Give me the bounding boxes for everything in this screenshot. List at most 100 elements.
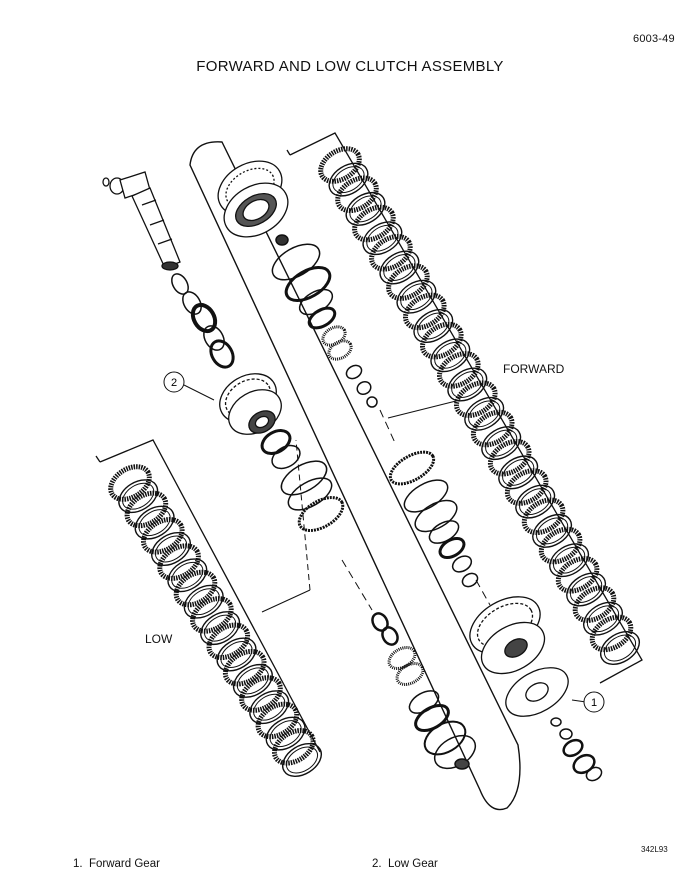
friction-disc — [255, 701, 300, 740]
steel-plate — [379, 250, 420, 285]
steel-plate-inner — [154, 535, 188, 563]
low-gear — [219, 373, 282, 435]
steel-plate-inner — [366, 224, 399, 252]
friction-disc — [272, 728, 316, 766]
steel-plate — [498, 455, 539, 490]
friction-disc — [222, 648, 267, 687]
steel-plate-inner — [204, 614, 237, 642]
friction-disc — [124, 490, 169, 529]
forward-label: FORWARD — [503, 362, 565, 376]
friction-disc — [487, 438, 532, 477]
steel-plate — [345, 191, 386, 226]
reference-code: 342L93 — [641, 845, 668, 854]
page-number: 6003-49 — [633, 33, 675, 45]
low-label: LOW — [145, 632, 173, 646]
friction-disc — [521, 497, 566, 536]
steel-plate-inner — [400, 283, 433, 311]
friction-disc — [538, 526, 583, 565]
steel-plate — [464, 396, 505, 431]
steel-plate — [134, 505, 175, 540]
steel-plate — [566, 572, 607, 607]
friction-disc — [239, 675, 283, 713]
friction-disc — [437, 351, 481, 389]
steel-plate — [447, 367, 488, 402]
friction-disc — [572, 585, 617, 623]
steel-plate-inner — [468, 400, 501, 428]
forward-side-parts — [388, 450, 479, 588]
shaft-rings — [171, 273, 235, 369]
steel-plate — [413, 309, 454, 343]
steel-plate-inner — [253, 693, 286, 721]
steel-plate — [328, 162, 369, 197]
forward-pack-bracket — [286, 132, 643, 684]
low-pack-bracket — [95, 439, 321, 753]
steel-plate — [430, 338, 471, 373]
friction-disc — [206, 622, 251, 661]
friction-disc — [589, 614, 634, 653]
steel-plate-inner — [451, 371, 484, 398]
steel-plate-inner — [434, 341, 467, 369]
steel-plate — [532, 513, 573, 548]
steel-plate-inner — [485, 429, 518, 457]
steel-plate-inner — [502, 458, 535, 486]
steel-plate-inner — [171, 561, 204, 589]
friction-disc — [555, 556, 600, 594]
steel-plate-inner — [122, 482, 155, 510]
friction-disc — [504, 468, 549, 506]
callout-1: 1 — [583, 691, 605, 713]
friction-disc — [454, 380, 498, 418]
caption-text: Forward Gear — [88, 858, 160, 870]
steel-plate — [151, 532, 191, 566]
steel-plate-inner — [332, 166, 365, 194]
steel-plate-inner — [138, 509, 171, 537]
callout-1-label: 1 — [591, 697, 597, 709]
steel-plate-inner — [269, 720, 302, 748]
steel-plate — [167, 558, 208, 593]
steel-plate-inner — [603, 634, 637, 662]
steel-plate-inner — [553, 546, 586, 574]
steel-plate-inner — [187, 588, 220, 616]
caption-low-gear: 2. Low Gear — [372, 858, 438, 870]
forward-inner-parts — [271, 234, 378, 408]
forward-tail-parts — [550, 717, 603, 782]
forward-gear — [469, 596, 569, 717]
friction-disc — [335, 175, 379, 214]
steel-plate — [396, 279, 437, 314]
steel-plate — [216, 637, 257, 672]
housing-outline — [189, 141, 521, 811]
steel-plate — [232, 663, 273, 698]
friction-disc — [141, 517, 185, 555]
steel-plate — [549, 543, 590, 578]
steel-plate — [515, 484, 556, 519]
steel-plate — [583, 601, 623, 636]
clutch-drum-top — [217, 160, 289, 238]
input-shaft — [102, 171, 181, 271]
steel-plate-inner — [349, 195, 382, 223]
steel-plate-inner — [285, 746, 319, 774]
steel-plate — [282, 743, 322, 777]
friction-disc — [403, 292, 447, 331]
caption-forward-gear: 1. Forward Gear — [73, 858, 160, 870]
forward-clutch-pack — [318, 146, 640, 665]
steel-plate-inner — [417, 312, 450, 340]
callout-2-label: 2 — [171, 377, 177, 389]
low-inner-parts — [371, 612, 477, 770]
friction-disc — [420, 321, 464, 360]
steel-plate-inner — [220, 641, 253, 668]
leader-lines — [261, 399, 587, 703]
callout-2: 2 — [163, 371, 215, 401]
steel-plate — [249, 690, 290, 725]
friction-disc — [157, 543, 201, 581]
steel-plate — [183, 584, 224, 619]
page-title: FORWARD AND LOW CLUTCH ASSEMBLY — [196, 58, 504, 75]
steel-plate-inner — [519, 488, 552, 516]
steel-plate-inner — [236, 667, 269, 695]
steel-plate — [118, 479, 159, 514]
friction-disc — [190, 596, 234, 634]
steel-plate — [481, 426, 522, 461]
steel-plate-inner — [383, 254, 416, 281]
friction-disc — [470, 409, 515, 448]
caption-text: Low Gear — [387, 858, 438, 870]
low-clutch-pack — [108, 464, 322, 777]
